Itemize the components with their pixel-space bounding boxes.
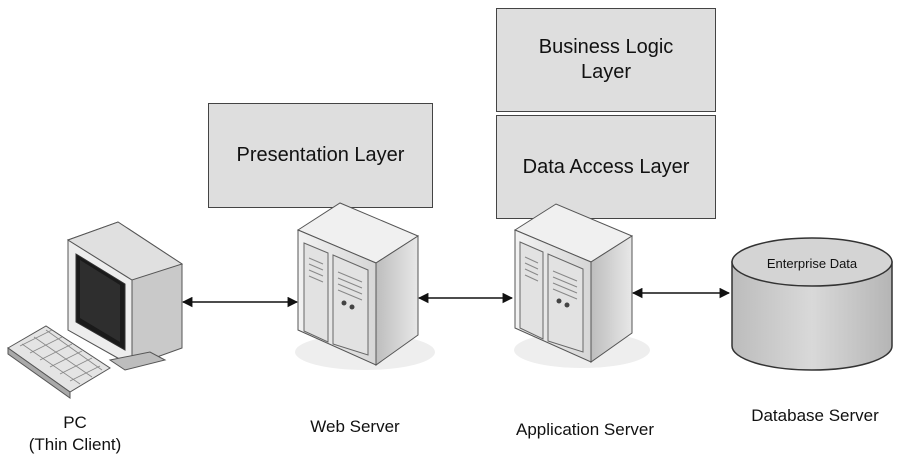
data-access-layer-box: Data Access Layer (496, 115, 716, 219)
web-server-label: Web Server (310, 417, 400, 436)
business-logic-label-line2: Layer (580, 61, 632, 83)
web-server-icon (295, 202, 435, 370)
presentation-layer-box: Presentation Layer (208, 103, 433, 208)
application-server-label: Application Server (516, 420, 654, 439)
database-icon: Enterprise Data (731, 237, 893, 371)
keyboard-icon (7, 325, 111, 399)
database-server-caption: Database Server (730, 405, 900, 427)
pc-icon (66, 221, 184, 371)
pc-caption-line2: (Thin Client) (28, 435, 122, 455)
web-server-caption: Web Server (285, 416, 425, 438)
enterprise-data-label: Enterprise Data (767, 256, 858, 271)
application-server-caption: Application Server (490, 419, 680, 441)
business-logic-layer-box: Business Logic Layer (496, 8, 716, 112)
presentation-layer-label: Presentation Layer (236, 144, 405, 166)
application-server-icon (513, 203, 650, 368)
database-server-label: Database Server (751, 406, 879, 425)
business-logic-label-line1: Business Logic (538, 36, 674, 58)
pc-caption-line1: PC (63, 413, 87, 432)
data-access-layer-label: Data Access Layer (522, 155, 690, 178)
pc-caption: PC (Thin Client) (20, 412, 130, 456)
